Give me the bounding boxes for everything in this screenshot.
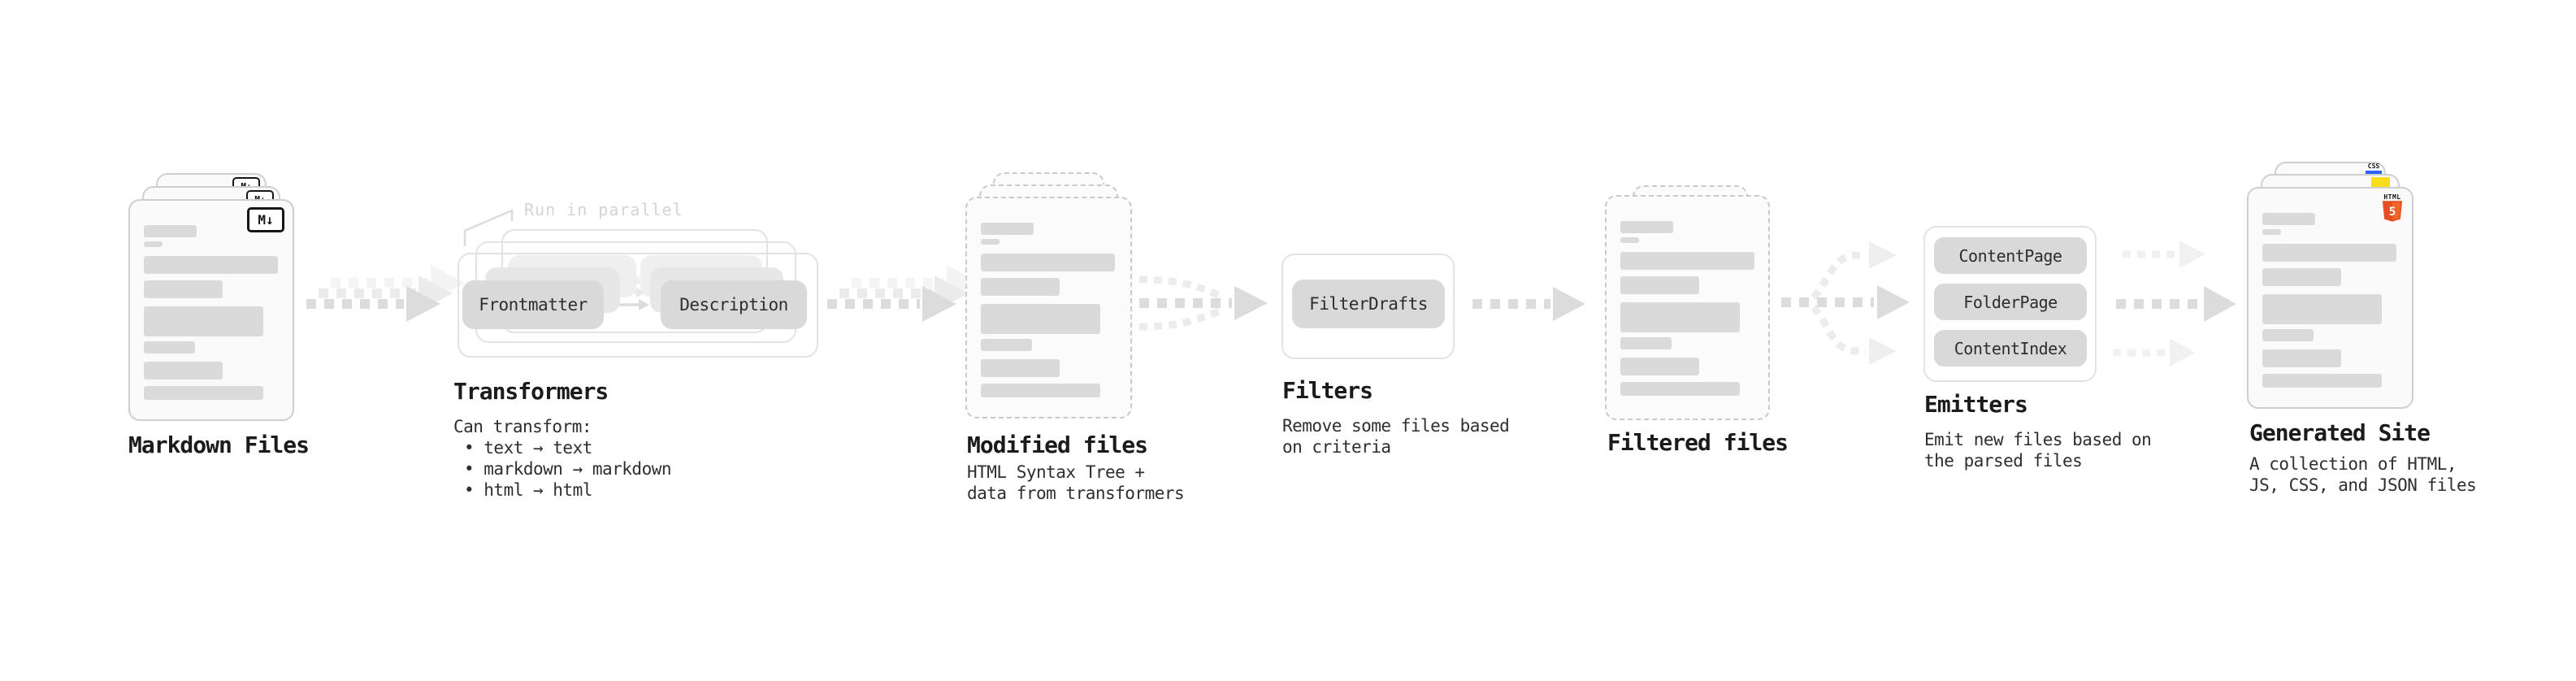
desc-line: • text → text [464,438,592,458]
desc-line: • html → html [464,480,592,500]
js-icon [2371,177,2390,188]
doc-text-line [144,341,195,354]
svg-text:5: 5 [2389,206,2396,219]
modified-doc-front [965,197,1132,419]
doc-text-line [981,239,1000,245]
doc-text-line [981,359,1060,377]
doc-text-line [144,256,278,274]
doc-text-line [2262,213,2315,225]
folderpage-chip: FolderPage [1934,284,2087,320]
stage-title-emitters: Emitters [1924,391,2028,418]
doc-text-line [1620,302,1740,332]
doc-text-line [2262,244,2396,262]
frontmatter-chip: Frontmatter [462,280,604,329]
stage-title-filtered-files: Filtered files [1607,429,1789,456]
arrow-emitters-to-generated [2113,241,2236,367]
generated-site-description: A collection of HTML, JS, CSS, and JSON … [2249,453,2477,496]
desc-line: Can transform: [453,417,592,436]
css-icon-label: CSS [2367,163,2380,170]
desc-line: data from transformers [967,484,1185,503]
html5-shield: 5 [2382,201,2403,222]
doc-text-line [1620,252,1754,270]
stage-title-generated-site: Generated Site [2249,419,2431,446]
css-icon-bar [2366,171,2382,174]
doc-text-line [1620,358,1699,375]
desc-line: on criteria [1282,437,1391,457]
doc-text-line [1620,221,1673,233]
stage-title-modified-files: Modified files [967,432,1148,458]
doc-text-line [981,304,1100,334]
desc-line: Emit new files based on [1924,430,2152,449]
doc-text-line [1620,276,1699,294]
markdown-icon: M↓ [247,207,284,232]
doc-text-line [144,306,263,336]
transformer-frame-front [458,253,818,358]
description-chip: Description [661,280,807,329]
doc-text-line [981,339,1032,351]
doc-text-line [2262,349,2341,367]
doc-text-line [1620,337,1672,349]
doc-text-line [144,225,197,237]
arrow-modified-to-filters [1138,275,1268,331]
doc-text-line [2262,229,2281,235]
doc-text-line [2262,268,2341,286]
doc-text-line [2262,374,2382,388]
doc-text-line [1620,382,1740,396]
desc-line: Remove some files based [1282,416,1510,436]
doc-text-line [981,384,1100,397]
markdown-doc-front: M↓ [128,199,294,421]
arrow-markdown-to-transformers [306,265,465,322]
transformers-description: Can transform: • text → text • markdown … [453,416,672,501]
desc-line: the parsed files [1924,451,2083,471]
doc-text-line [1620,237,1639,243]
stage-title-transformers: Transformers [453,378,609,405]
doc-text-line [2262,329,2314,341]
arrow-transformers-to-modified [827,265,981,322]
doc-text-line [981,278,1060,296]
contentpage-chip: ContentPage [1934,237,2087,274]
filters-description: Remove some files based on criteria [1282,415,1510,458]
stage-title-markdown-files: Markdown Files [128,432,310,458]
doc-text-line [981,223,1034,235]
stage-title-filters: Filters [1282,377,1373,404]
filterdrafts-chip: FilterDrafts [1292,280,1445,328]
arrow-filters-to-filtered [1472,287,1585,321]
desc-line: HTML Syntax Tree + [967,462,1145,482]
modified-files-description: HTML Syntax Tree + data from transformer… [967,462,1185,504]
desc-line: • markdown → markdown [464,459,672,479]
desc-line: A collection of HTML, [2249,454,2457,474]
doc-text-line [144,362,223,380]
doc-text-line [144,241,163,247]
doc-text-line [144,386,263,400]
doc-text-line [2262,294,2382,324]
run-in-parallel-annotation: Run in parallel [524,200,683,219]
filtered-doc-front [1605,195,1770,420]
css-icon: CSS [2365,163,2383,174]
doc-text-line [981,254,1115,271]
arrow-filtered-to-emitters [1781,241,1910,365]
html-doc-front: HTML 5 [2247,187,2413,409]
html5-icon-label: HTML [2383,193,2401,201]
html5-icon: HTML 5 [2381,193,2404,223]
contentindex-chip: ContentIndex [1934,330,2087,367]
doc-text-line [144,280,223,298]
emitters-description: Emit new files based on the parsed files [1924,429,2152,471]
desc-line: JS, CSS, and JSON files [2249,475,2477,495]
